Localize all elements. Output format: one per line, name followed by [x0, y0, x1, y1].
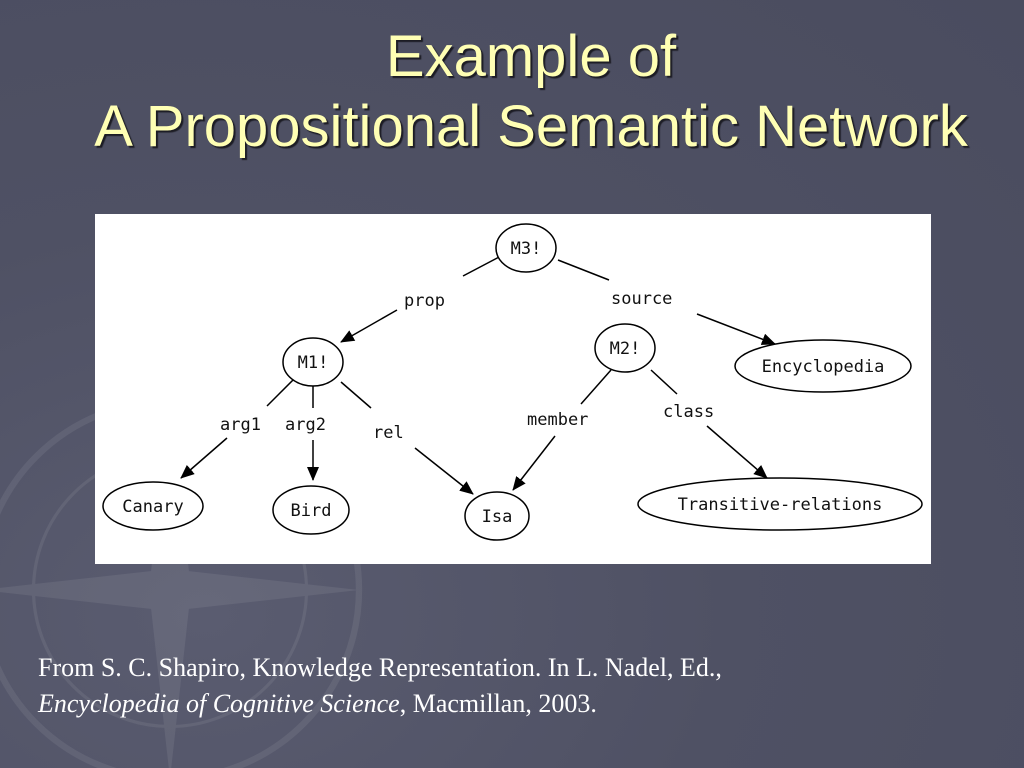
- edge-label-class: class: [663, 402, 714, 422]
- edge-line-arg1-a: [266, 379, 294, 407]
- node-encyclopedia: Encyclopedia: [734, 339, 912, 393]
- edge-label-arg1: arg1: [220, 415, 261, 435]
- edge-label-source: source: [611, 289, 672, 309]
- edge-line-class-a: [650, 369, 678, 395]
- title-line-1: Example of: [385, 24, 677, 89]
- edge-line-prop-a: [462, 255, 502, 277]
- node-m3: M3!: [495, 223, 557, 273]
- edge-line-source-b: [696, 313, 776, 345]
- node-transitive-relations: Transitive-relations: [637, 477, 923, 531]
- edge-label-arg2: arg2: [285, 415, 326, 435]
- node-label-m3: M3!: [511, 239, 542, 259]
- node-label-encyclopedia: Encyclopedia: [762, 357, 885, 377]
- edge-line-member-b: [512, 435, 556, 491]
- edge-line-source-a: [557, 259, 610, 281]
- edge-line-member-a: [580, 369, 612, 405]
- node-label-canary: Canary: [122, 497, 183, 517]
- edge-label-prop: prop: [404, 291, 445, 311]
- edge-line-class-b: [706, 425, 768, 479]
- citation: From S. C. Shapiro, Knowledge Representa…: [38, 650, 998, 722]
- node-label-transitive-relations: Transitive-relations: [678, 495, 883, 515]
- node-isa: Isa: [464, 491, 530, 541]
- node-label-m2: M2!: [610, 339, 641, 359]
- node-m2: M2!: [594, 323, 656, 373]
- semantic-network-diagram: prop source arg1 arg2 rel member: [95, 214, 931, 564]
- node-label-m1: M1!: [298, 353, 329, 373]
- citation-line-2: , Macmillan, 2003.: [399, 689, 597, 718]
- edge-line-rel-a: [340, 381, 372, 409]
- node-m1: M1!: [282, 337, 344, 387]
- edge-line-arg1-b: [180, 437, 228, 479]
- edge-label-member: member: [527, 410, 588, 430]
- title-line-2: A Propositional Semantic Network: [94, 94, 968, 159]
- node-label-isa: Isa: [482, 507, 513, 527]
- node-canary: Canary: [102, 481, 204, 531]
- edge-line-prop-b: [340, 309, 398, 343]
- slide-title: Example of A Propositional Semantic Netw…: [0, 22, 1024, 162]
- node-bird: Bird: [272, 485, 350, 535]
- citation-journal: Encyclopedia of Cognitive Science: [38, 689, 400, 718]
- edge-label-rel: rel: [373, 423, 404, 443]
- citation-line-1: From S. C. Shapiro, Knowledge Representa…: [38, 653, 722, 682]
- edge-line-rel-b: [414, 447, 474, 495]
- node-label-bird: Bird: [291, 501, 332, 521]
